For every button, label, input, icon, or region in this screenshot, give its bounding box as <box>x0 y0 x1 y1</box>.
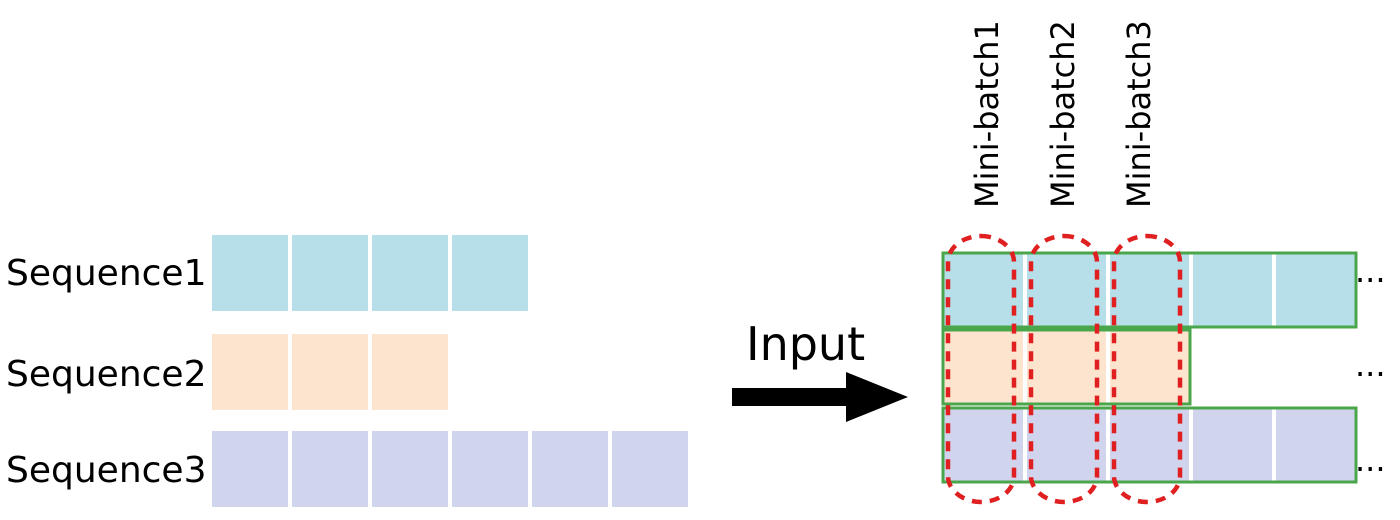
sequence-1-token <box>212 235 288 311</box>
minibatch-outlines <box>945 233 1183 505</box>
sequence-1-token <box>292 235 368 311</box>
packed-rows <box>941 251 1358 484</box>
minibatch-1-outline <box>945 233 1017 505</box>
sequence-label-3: Sequence3 <box>6 450 206 491</box>
left-sequence-blocks <box>212 235 688 507</box>
packed-row-3-token <box>1193 409 1272 481</box>
continuation-2: ... <box>1355 346 1386 384</box>
packed-row-3-token <box>944 409 1023 481</box>
input-arrow: Input <box>732 317 908 422</box>
sequence-2-token <box>372 334 448 410</box>
sequence-3-token <box>372 431 448 507</box>
minibatch-label-2: Mini-batch2 <box>1044 20 1082 208</box>
arrow-head <box>846 372 908 422</box>
arrow-shaft <box>732 388 852 406</box>
minibatch-2-outline <box>1028 233 1100 505</box>
minibatch-label-3: Mini-batch3 <box>1120 20 1158 208</box>
sequence-1-token <box>452 235 528 311</box>
sequence-2-token <box>212 334 288 410</box>
packed-row-3-token <box>1027 409 1106 481</box>
continuation-3: ... <box>1355 441 1386 479</box>
packed-row-2-token <box>1110 331 1189 403</box>
sequence-3-token <box>452 431 528 507</box>
sequence-label-2: Sequence2 <box>6 354 206 395</box>
packed-row-2-token <box>944 331 1023 403</box>
sequence-3-token <box>532 431 608 507</box>
packed-row-1-token <box>1027 254 1106 326</box>
packed-row-1-outline <box>941 251 1358 329</box>
packed-row-1-token <box>944 254 1023 326</box>
sequence-3-token <box>212 431 288 507</box>
sequence-2-token <box>292 334 368 410</box>
continuation-1: ... <box>1355 252 1386 290</box>
packed-row-1-token <box>1276 254 1355 326</box>
sequence-1-token <box>372 235 448 311</box>
left-sequence-labels: Sequence1 Sequence2 Sequence3 <box>6 253 206 491</box>
sequence-label-1: Sequence1 <box>6 253 206 294</box>
packed-row-3-token <box>1110 409 1189 481</box>
sequence-3-token <box>612 431 688 507</box>
packed-row-2-outline <box>941 328 1192 406</box>
input-label: Input <box>746 317 865 371</box>
packed-row-3-outline <box>941 406 1358 484</box>
minibatch-3-outline <box>1111 233 1183 505</box>
packed-row-1-token <box>1110 254 1189 326</box>
packed-row-2-token <box>1027 331 1106 403</box>
packed-row-3-token <box>1276 409 1355 481</box>
minibatch-labels: Mini-batch1 Mini-batch2 Mini-batch3 <box>968 20 1158 208</box>
minibatch-label-1: Mini-batch1 <box>968 20 1006 208</box>
packed-row-1-token <box>1193 254 1272 326</box>
continuation-dots: ... ... ... <box>1355 252 1386 479</box>
sequence-3-token <box>292 431 368 507</box>
